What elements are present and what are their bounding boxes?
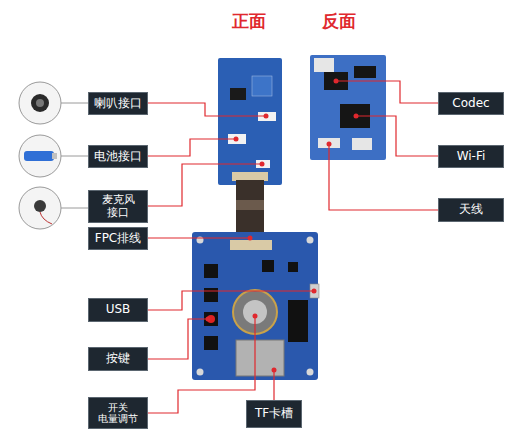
callout-text: 麦克风 接口 (89, 194, 147, 219)
tf-slot (236, 340, 284, 376)
button (204, 336, 218, 350)
pcb (218, 58, 282, 185)
leader-dot (264, 114, 269, 119)
leader-line (148, 291, 314, 310)
section-heading: 正面 (232, 10, 266, 33)
leader-line (148, 237, 250, 238)
callout-text: 喇叭接口 (94, 97, 142, 111)
leader-line (148, 164, 262, 206)
leader-line (329, 144, 438, 210)
callout-box: Wi-Fi (438, 145, 504, 168)
speaker-icon (19, 82, 88, 124)
icon-circle (19, 187, 61, 229)
leader-line (336, 81, 438, 103)
callout-text: TF卡槽 (255, 407, 293, 421)
antenna (318, 138, 340, 148)
callout-box: 麦克风 接口 (88, 190, 148, 223)
icon-leader (61, 156, 88, 157)
callout-box: USB (88, 298, 148, 322)
fpc-connector (232, 172, 268, 181)
ribbon-stiffener (236, 200, 264, 210)
speaker-core (36, 99, 44, 107)
leader-line (148, 139, 236, 156)
speaker-body (31, 94, 49, 112)
leader-line (148, 319, 208, 359)
leader-line (273, 370, 274, 400)
button (204, 288, 218, 302)
leader-dot (327, 142, 332, 147)
callout-text: 电池接口 (94, 150, 142, 164)
pcb (310, 55, 386, 160)
mount-hole (197, 369, 204, 376)
pin-header (288, 300, 308, 342)
leader-dot (312, 289, 317, 294)
callout-box: 电池接口 (88, 145, 148, 168)
leader-dots (206, 79, 359, 373)
fpc-connector (230, 240, 272, 250)
callout-box: 天线 (438, 198, 504, 222)
mic-capsule (34, 200, 46, 212)
leader-dot (234, 137, 239, 142)
leader-dot (206, 317, 211, 322)
icon-circle (19, 135, 61, 177)
button (204, 264, 218, 278)
callout-box: 喇叭接口 (88, 92, 148, 115)
leader-dot (272, 368, 277, 373)
button (204, 312, 218, 326)
callout-text: USB (106, 303, 131, 317)
chip (230, 88, 246, 100)
leader-dot (354, 114, 359, 119)
leader-dot (260, 162, 265, 167)
mount-hole (307, 237, 314, 244)
section-heading: 反面 (322, 10, 356, 33)
chip (262, 260, 274, 272)
callout-box: TF卡槽 (246, 400, 302, 428)
leader-dot (253, 314, 258, 319)
icon-leader (61, 103, 88, 104)
callout-text: 天线 (459, 203, 483, 217)
leader-dot (334, 79, 339, 84)
chip (354, 66, 376, 78)
component (314, 58, 334, 72)
battery-icon (19, 135, 88, 177)
callout-text: Codec (452, 97, 489, 111)
front-top-board (218, 58, 282, 185)
component (352, 138, 372, 150)
callout-text: Wi-Fi (457, 150, 486, 164)
callout-text: 按键 (106, 352, 130, 366)
leader-lines (148, 81, 438, 413)
callout-box: 开关 电量调节 (88, 397, 148, 429)
leader-line (356, 116, 438, 156)
microphone-icon (19, 187, 88, 229)
mic-wire (40, 212, 52, 224)
pad-area (252, 76, 272, 96)
callout-text: FPC排线 (95, 232, 142, 246)
battery-body (24, 151, 54, 161)
icon-circle (19, 82, 61, 124)
battery-tip (52, 153, 57, 159)
leader-dot (248, 236, 253, 241)
callout-box: Codec (438, 92, 504, 115)
callout-text: 开关 电量调节 (89, 402, 147, 425)
callout-box: 按键 (88, 347, 148, 371)
mount-hole (307, 369, 314, 376)
callout-box: FPC排线 (88, 227, 148, 250)
leader-line (148, 103, 266, 116)
leader-line (148, 316, 255, 413)
icon-leader (61, 208, 88, 209)
back-board (310, 55, 386, 160)
chip (288, 262, 298, 272)
